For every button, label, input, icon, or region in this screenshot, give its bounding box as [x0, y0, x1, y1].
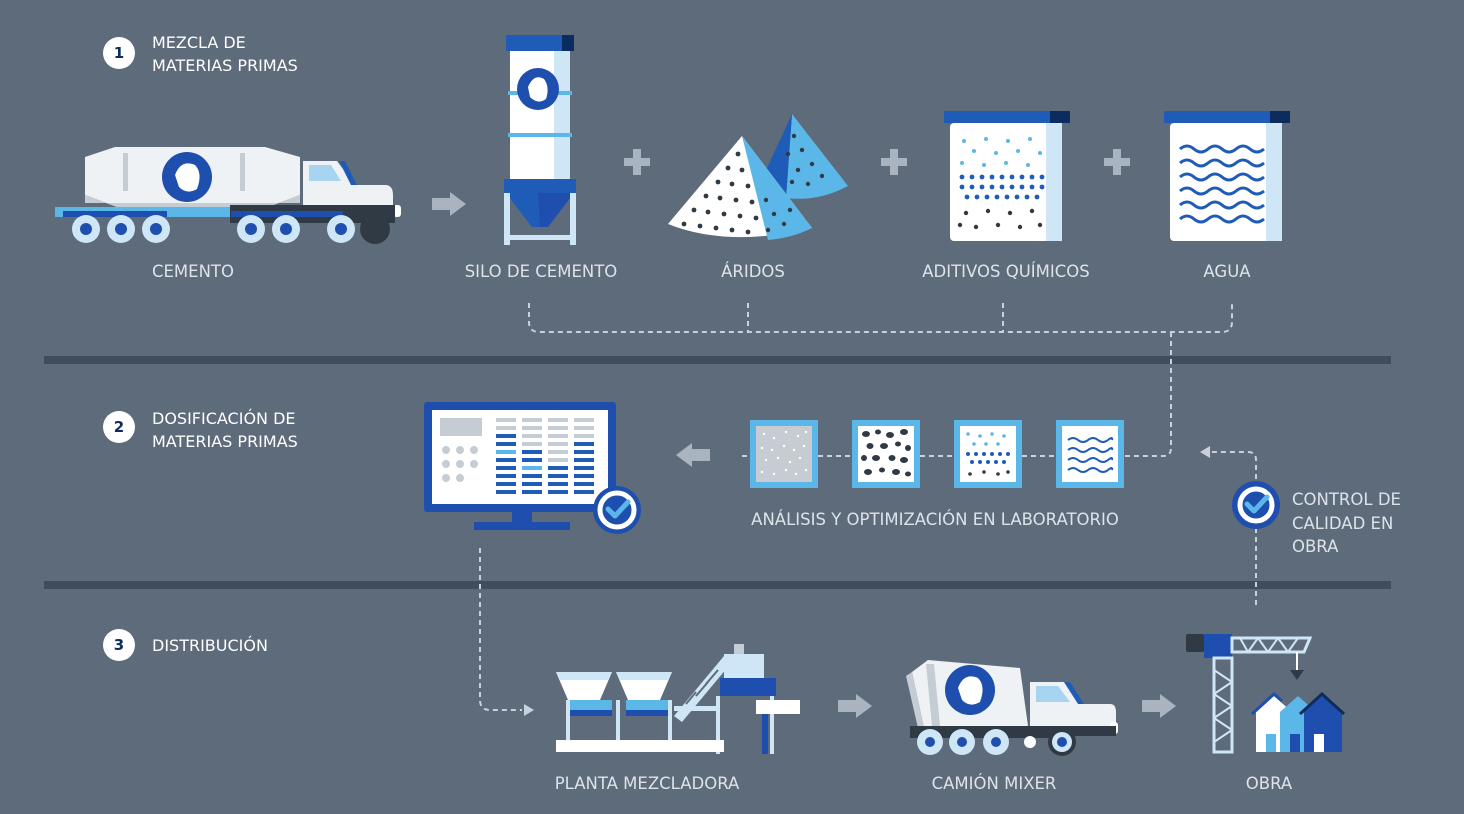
monitor-icon	[424, 402, 641, 534]
lab-label: ANÁLISIS Y OPTIMIZACIÓN EN LABORATORIO	[751, 510, 1119, 529]
arrow-right-icon	[432, 192, 466, 216]
arrow-right-icon	[838, 694, 872, 718]
quality-label: CONTROL DE CALIDAD EN OBRA	[1292, 490, 1401, 556]
sample-additives-icon	[954, 420, 1022, 488]
section-3-number: 3	[103, 629, 135, 661]
silo-label: SILO DE CEMENTO	[464, 262, 618, 281]
arrow-left-icon	[676, 443, 710, 467]
plus-icon	[1104, 149, 1130, 175]
arrow-right-icon	[1142, 694, 1176, 718]
section-2-number: 2	[103, 411, 135, 443]
sample-aggregates-icon	[852, 420, 920, 488]
plus-icon	[881, 149, 907, 175]
additives-container-icon	[944, 111, 1070, 241]
section-divider-2	[44, 581, 1391, 589]
section-2-title: DOSIFICACIÓN DE MATERIAS PRIMAS	[152, 409, 298, 451]
section-divider-1	[44, 356, 1391, 364]
section-1-title: MEZCLA DE MATERIAS PRIMAS	[152, 33, 298, 75]
aggregates-icon	[668, 114, 848, 240]
cement-truck-icon	[55, 147, 401, 244]
sample-cement-icon	[750, 420, 818, 488]
aditivos-label: ADITIVOS QUÍMICOS	[922, 262, 1090, 281]
agua-label: AGUA	[1203, 262, 1251, 281]
planta-label: PLANTA MEZCLADORA	[554, 774, 740, 793]
plus-icon	[624, 149, 650, 175]
aridos-label: ÁRIDOS	[721, 262, 785, 281]
mixer-truck-icon	[906, 660, 1118, 756]
section-1-number: 1	[103, 37, 135, 69]
construction-site-icon	[1186, 634, 1346, 754]
quality-check-icon	[1232, 481, 1280, 529]
cemento-label: CEMENTO	[151, 262, 235, 281]
obra-label: OBRA	[1245, 774, 1293, 793]
sample-water-icon	[1056, 420, 1124, 488]
mixing-plant-icon	[556, 644, 800, 754]
water-container-icon	[1164, 111, 1290, 241]
section-3-title: DISTRIBUCIÓN	[152, 636, 268, 655]
cement-silo-icon	[504, 35, 576, 245]
camion-label: CAMIÓN MIXER	[931, 774, 1057, 793]
